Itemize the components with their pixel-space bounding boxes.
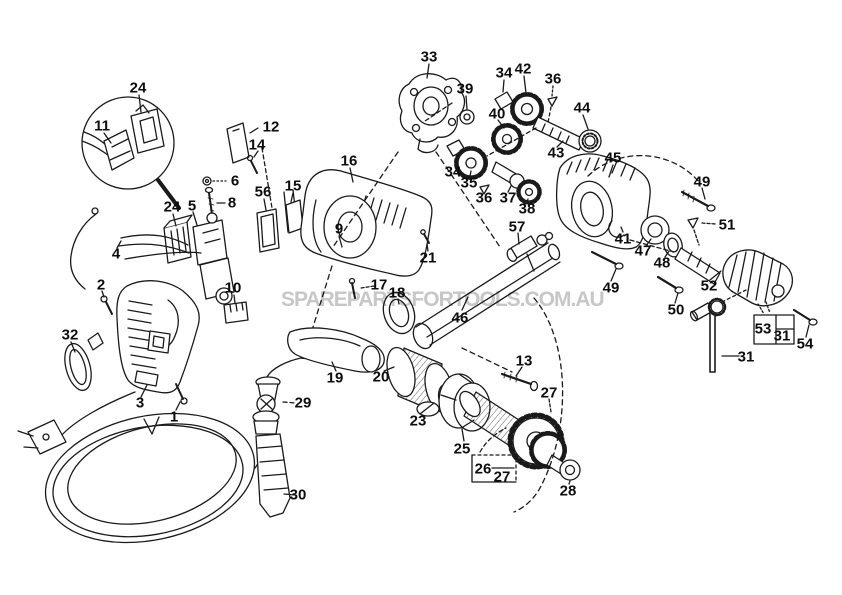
- part-label-35: 35: [460, 174, 478, 192]
- part-label-9: 9: [334, 220, 344, 238]
- part-inset-circle: [81, 94, 181, 210]
- part-label-31: 31: [773, 327, 791, 345]
- part-label-51: 51: [718, 216, 736, 234]
- part-label-27: 27: [540, 384, 558, 402]
- part-label-47: 47: [634, 242, 652, 260]
- part-32-strain-relief: [64, 332, 104, 392]
- part-label-11: 11: [94, 117, 110, 135]
- part-label-15: 15: [284, 177, 302, 195]
- part-label-48: 48: [653, 254, 671, 272]
- part-52-chuck: [513, 249, 794, 513]
- part-label-38: 38: [518, 200, 536, 218]
- part-spindle-bearings: [587, 155, 721, 304]
- part-label-6: 6: [230, 172, 240, 190]
- part-label-46: 46: [451, 309, 469, 327]
- part-label-29: 29: [294, 394, 312, 412]
- part-gear-train: [424, 75, 602, 205]
- part-label-50: 50: [667, 301, 685, 319]
- part-30-side-handle: [252, 394, 296, 518]
- part-label-14: 14: [248, 136, 266, 154]
- assembly-dash-line: [312, 265, 333, 328]
- part-19-lower-housing: [287, 327, 385, 373]
- part-31-chuck-key: [689, 297, 740, 373]
- part-label-40: 40: [488, 105, 506, 123]
- part-label-16: 16: [340, 152, 358, 170]
- part-label-13: 13: [515, 352, 533, 370]
- part-label-4: 4: [111, 245, 121, 263]
- part-4-wiring: [69, 207, 202, 290]
- part-label-36: 36: [475, 189, 493, 207]
- part-label-56: 56: [254, 183, 272, 201]
- watermark-text: SPAREPARTSFORTOOLS.COM.AU: [281, 288, 605, 311]
- part-33-gear-case: [332, 63, 466, 248]
- part-label-42: 42: [514, 60, 532, 78]
- part-label-49: 49: [602, 279, 620, 297]
- part-46-tube-handle: [348, 242, 561, 350]
- part-label-34: 34: [495, 64, 513, 82]
- part-label-12: 12: [262, 118, 280, 136]
- part-57-pin-set: [435, 151, 554, 262]
- part-6-8-screws: [202, 176, 227, 215]
- part-label-24: 24: [129, 79, 147, 97]
- part-13-screw: [500, 366, 539, 392]
- part-label-21: 21: [419, 249, 437, 267]
- part-label-25: 25: [453, 440, 471, 458]
- part-label-43: 43: [547, 144, 565, 162]
- part-label-17: 17: [370, 276, 388, 294]
- part-label-23: 23: [409, 412, 427, 430]
- part-label-18: 18: [388, 284, 406, 302]
- part-28-bearing: [559, 459, 581, 485]
- part-53-31-box: [753, 301, 795, 345]
- part-label-10: 10: [224, 279, 242, 297]
- part-label-27: 27: [493, 468, 511, 486]
- part-54-screw: [792, 308, 818, 338]
- part-16-housing: [300, 167, 433, 277]
- part-3-grip: [100, 280, 200, 411]
- part-label-54: 54: [796, 335, 814, 353]
- part-label-24: 24: [163, 198, 181, 216]
- part-label-36: 36: [544, 70, 562, 88]
- part-label-3: 3: [135, 394, 145, 412]
- part-15-bracket: [283, 189, 304, 234]
- part-label-19: 19: [326, 369, 344, 387]
- part-10-connector: [223, 294, 249, 324]
- part-label-20: 20: [372, 368, 390, 386]
- part-power-cord: [17, 391, 269, 544]
- part-label-41: 41: [614, 230, 632, 248]
- part-label-2: 2: [96, 276, 106, 294]
- part-5-switch-unit: [192, 211, 235, 305]
- part-label-28: 28: [559, 482, 577, 500]
- part-label-31: 31: [737, 348, 755, 366]
- part-label-49: 49: [693, 173, 711, 191]
- part-label-57: 57: [508, 218, 526, 236]
- part-label-33: 33: [420, 48, 438, 66]
- part-label-53: 53: [754, 320, 772, 338]
- part-label-34: 34: [444, 163, 462, 181]
- part-label-44: 44: [573, 99, 591, 117]
- part-label-52: 52: [700, 277, 718, 295]
- part-label-45: 45: [604, 149, 622, 167]
- part-label-37: 37: [499, 189, 517, 207]
- part-label-1: 1: [169, 408, 179, 426]
- part-label-8: 8: [227, 194, 237, 212]
- part-label-32: 32: [61, 326, 79, 344]
- part-label-39: 39: [456, 80, 474, 98]
- part-56-plate: [256, 198, 280, 253]
- part-label-26: 26: [474, 460, 492, 478]
- part-label-30: 30: [289, 486, 307, 504]
- part-label-5: 5: [187, 197, 197, 215]
